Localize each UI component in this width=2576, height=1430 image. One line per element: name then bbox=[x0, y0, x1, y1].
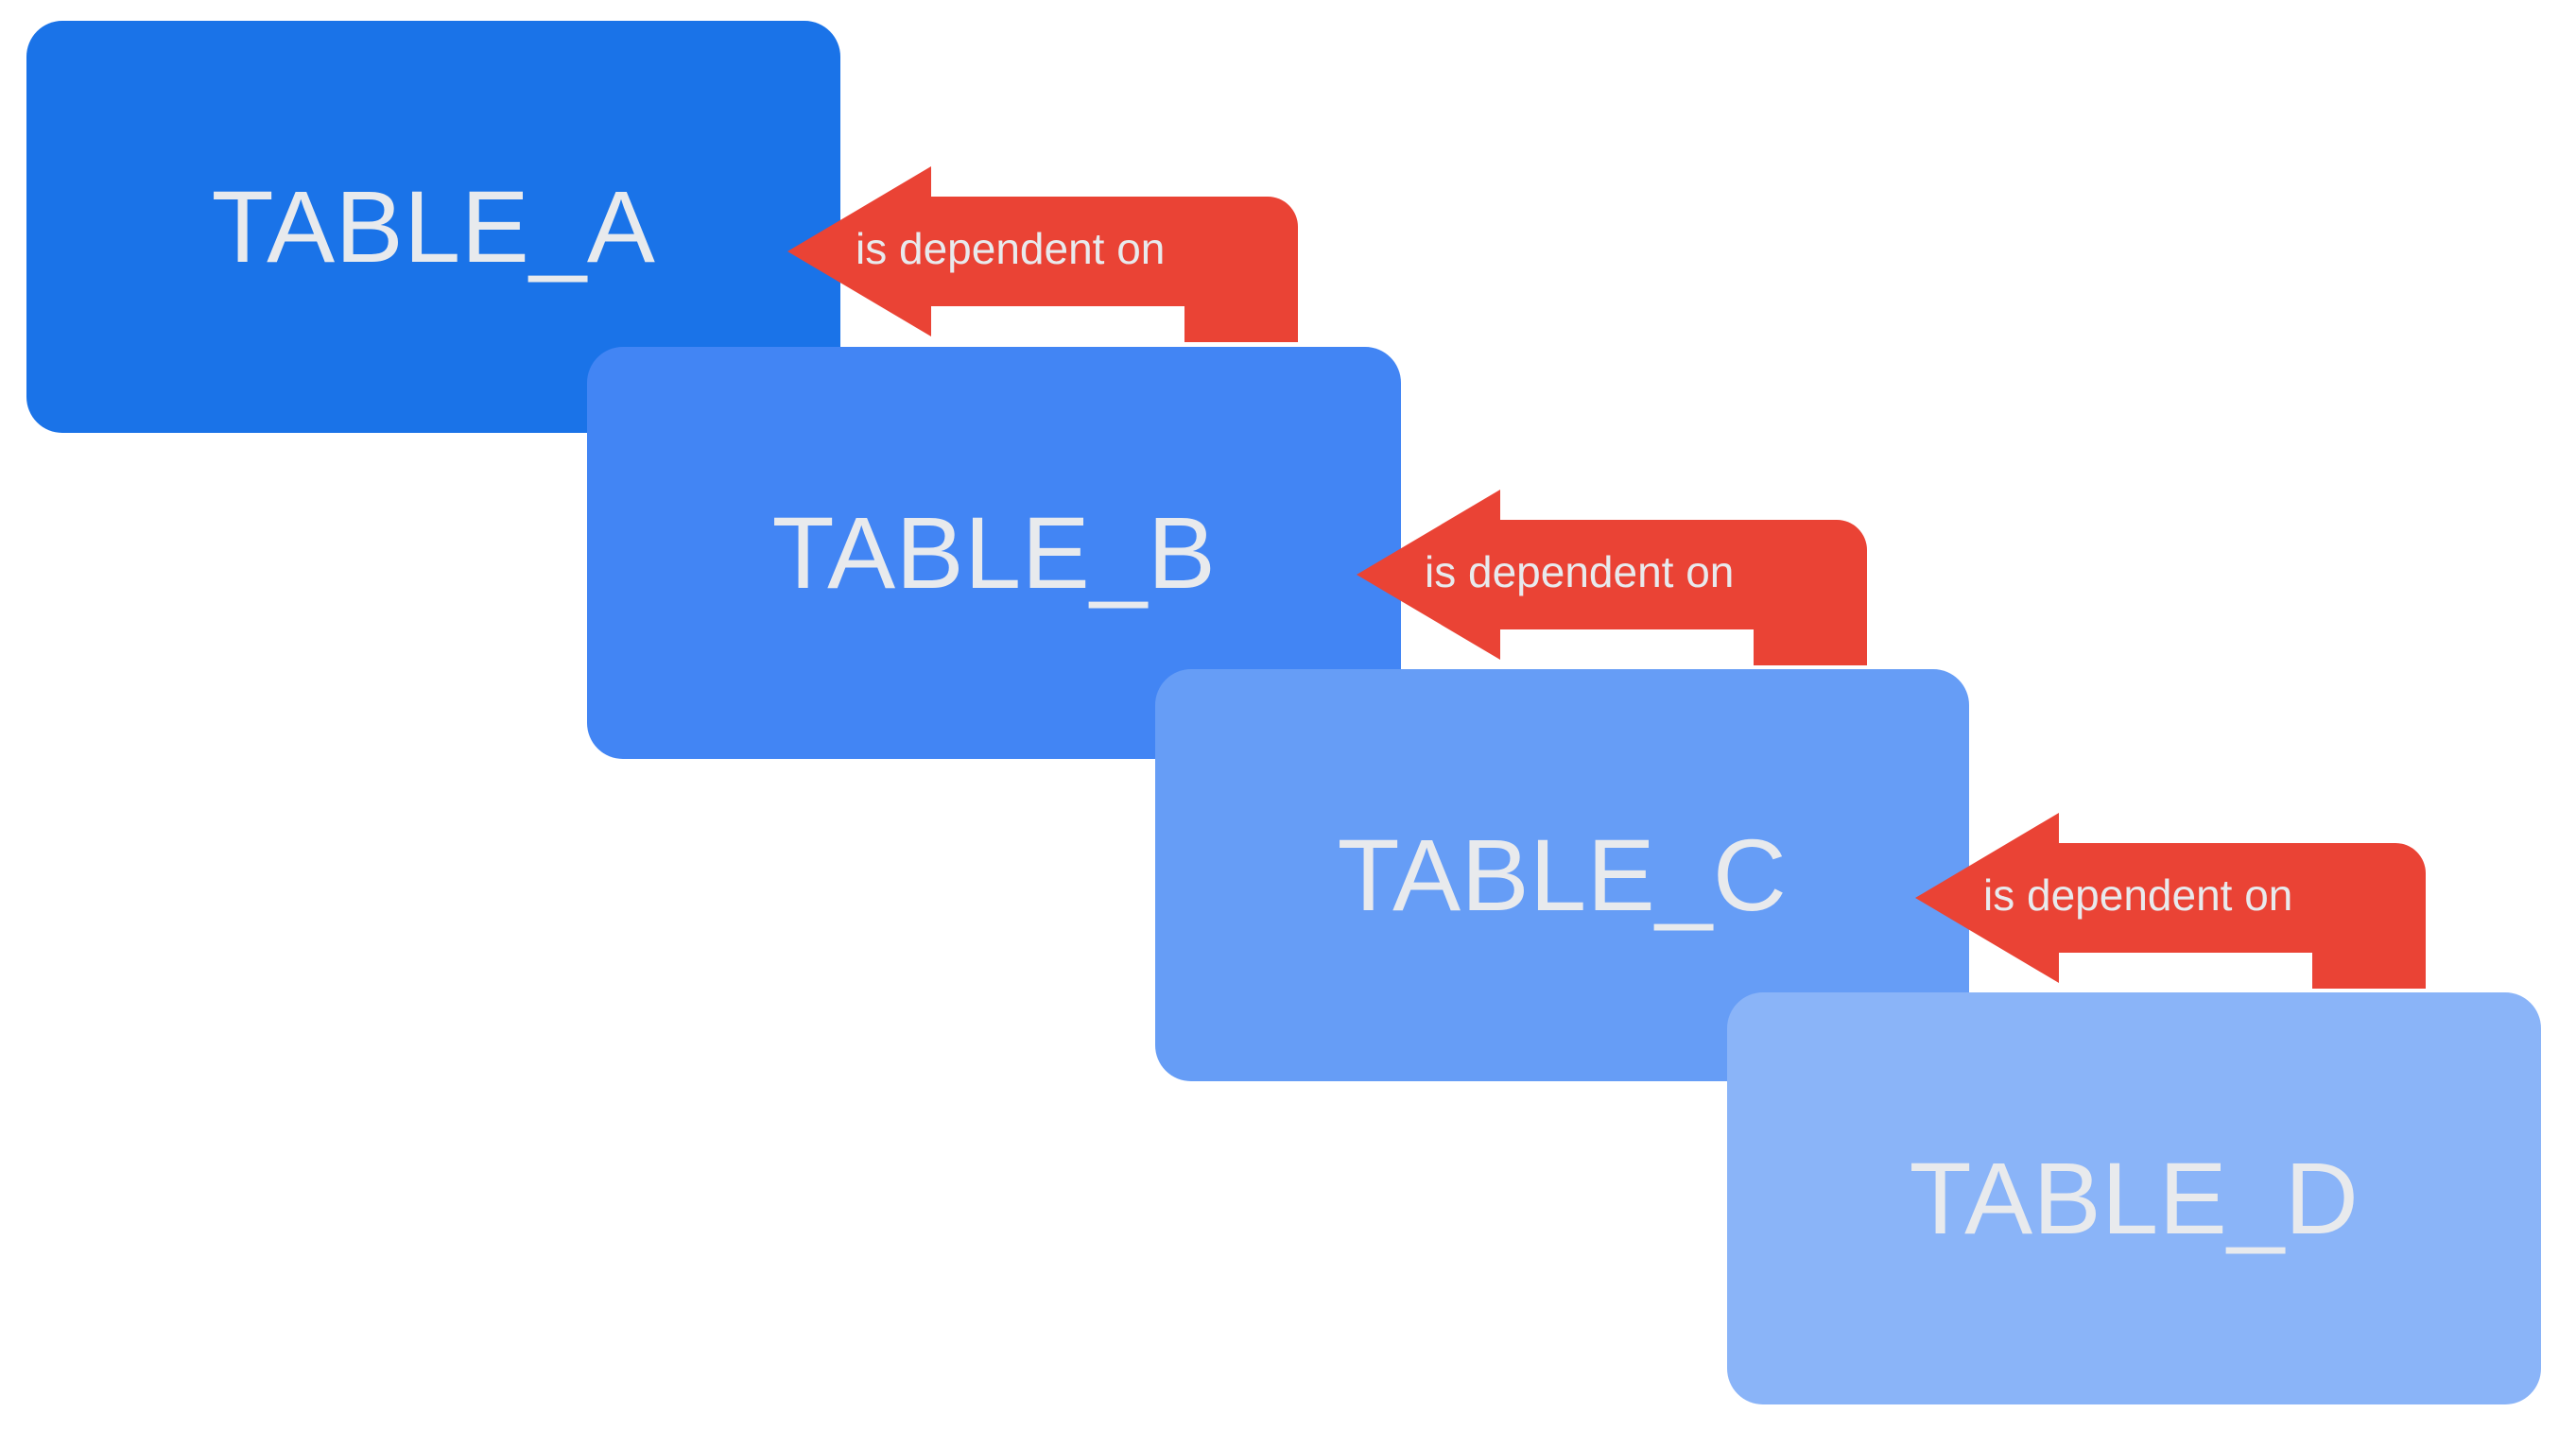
edge-b-to-a[interactable]: is dependent on bbox=[787, 166, 1298, 351]
node-label-table-a: TABLE_A bbox=[211, 169, 656, 284]
dependency-arrow-icon bbox=[1357, 490, 1867, 665]
node-table-d[interactable]: TABLE_D bbox=[1727, 992, 2541, 1404]
node-table-a[interactable]: TABLE_A bbox=[26, 21, 840, 433]
edge-label-b-to-a: is dependent on bbox=[856, 224, 1166, 273]
edge-label-d-to-c: is dependent on bbox=[1983, 870, 2293, 920]
node-label-table-c: TABLE_C bbox=[1337, 818, 1788, 932]
node-label-table-b: TABLE_B bbox=[771, 495, 1217, 610]
edge-d-to-c[interactable]: is dependent on bbox=[1915, 813, 2426, 997]
node-label-table-d: TABLE_D bbox=[1909, 1141, 2360, 1255]
edge-c-to-b[interactable]: is dependent on bbox=[1357, 490, 1867, 674]
node-table-b[interactable]: TABLE_B bbox=[587, 347, 1401, 759]
dependency-arrow-icon bbox=[1915, 813, 2426, 989]
dependency-arrow-icon bbox=[787, 166, 1298, 342]
edge-label-c-to-b: is dependent on bbox=[1425, 547, 1735, 596]
